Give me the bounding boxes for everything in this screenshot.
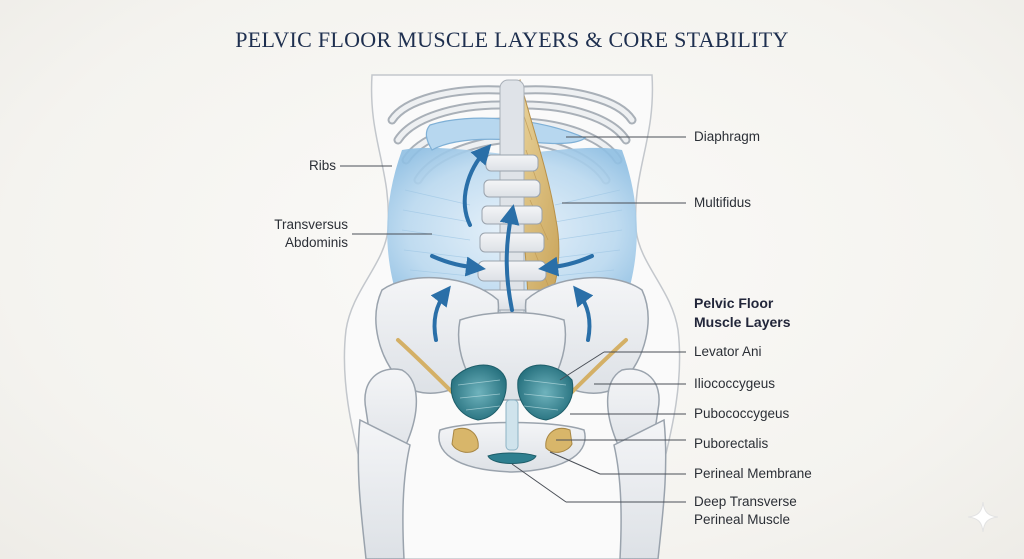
sparkle-icon [967,501,999,533]
label-puborectalis: Puborectalis [694,436,769,451]
femur [357,418,667,559]
page-title: PELVIC FLOOR MUSCLE LAYERS & CORE STABIL… [235,27,789,52]
core-pressure-arrows [430,144,594,342]
label-iliococcygeus: Iliococcygeus [694,376,776,391]
leader-lines [340,136,686,503]
levator-ani-left [450,364,507,421]
label-levator-ani: Levator Ani [694,344,762,359]
label-ribs: Ribs [308,158,336,173]
label-pubococcygeus: Pubococcygeus [694,406,790,421]
label-transversus-line2: Abdominis [284,235,348,250]
pelvic-heading-line2: Muscle Layers [694,314,791,330]
deep-transverse-perineal [487,452,537,464]
pelvic-heading-line1: Pelvic Floor [694,295,774,311]
label-deep-transverse-line2: Perineal Muscle [694,512,791,527]
levator-ani-right [517,364,574,421]
label-transversus-line1: Transversus [274,217,348,232]
pelvic-floor-muscles [450,364,574,464]
label-deep-transverse-line1: Deep Transverse [694,494,797,509]
label-diaphragm: Diaphragm [694,129,761,144]
label-perineal-membrane: Perineal Membrane [694,466,812,481]
label-multifidus: Multifidus [694,195,752,210]
perineal-membrane [451,428,479,453]
